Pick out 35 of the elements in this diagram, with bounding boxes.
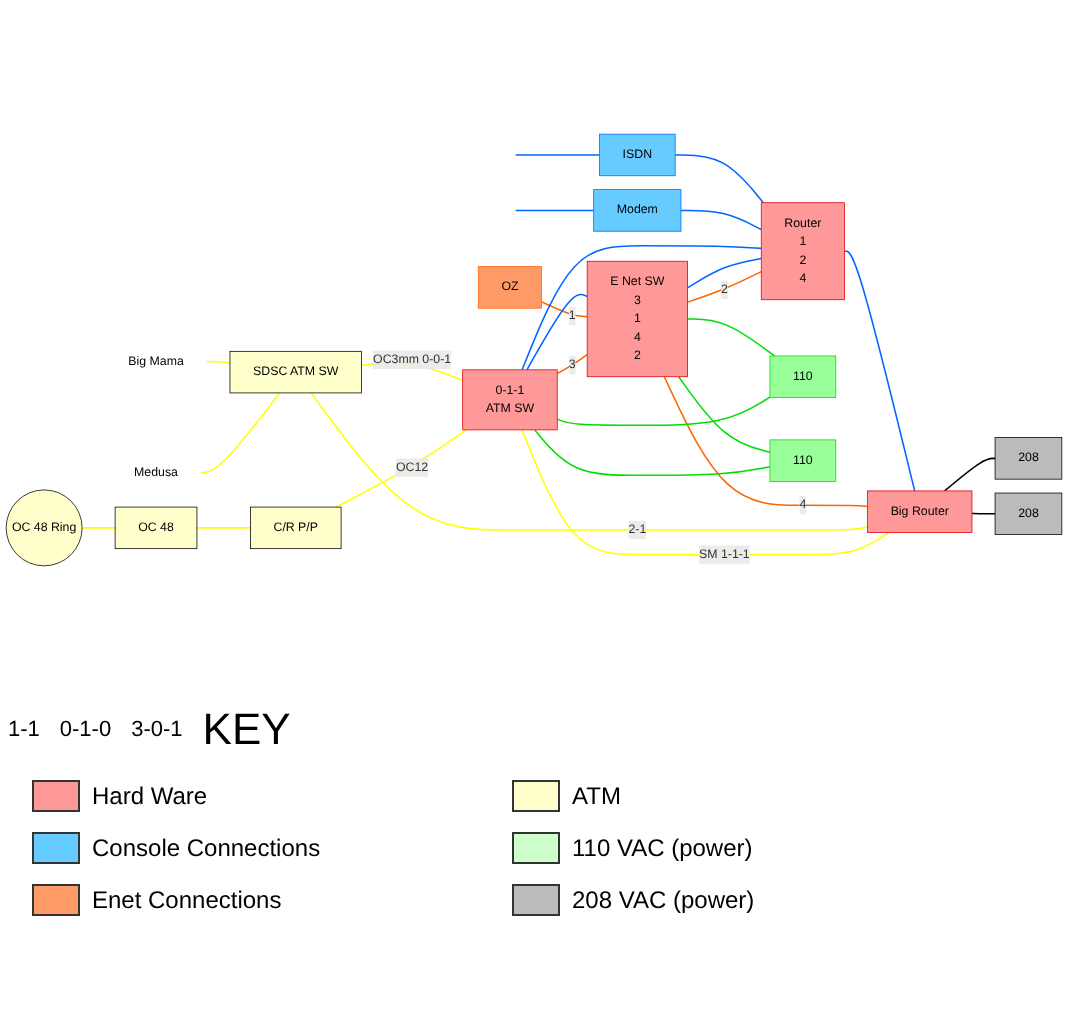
connector bbox=[686, 270, 763, 303]
connector bbox=[680, 209, 763, 231]
connector bbox=[521, 429, 890, 556]
connector bbox=[81, 527, 116, 529]
connector bbox=[663, 375, 869, 508]
connector bbox=[843, 250, 916, 492]
legend-heading: KEY bbox=[202, 704, 291, 756]
connector bbox=[533, 429, 771, 477]
port-label: 1-1 bbox=[8, 718, 40, 742]
connector bbox=[200, 392, 281, 474]
connector bbox=[677, 375, 771, 454]
connector bbox=[686, 318, 776, 357]
connector bbox=[540, 301, 588, 318]
connector bbox=[674, 154, 765, 204]
connector bbox=[556, 353, 588, 375]
connector bbox=[196, 527, 252, 529]
legend-text: Console Connections bbox=[92, 834, 321, 862]
connector bbox=[556, 396, 771, 427]
connector bbox=[943, 457, 996, 492]
connector bbox=[521, 245, 763, 371]
connector bbox=[335, 429, 468, 508]
connector bbox=[514, 154, 601, 156]
legend-text: Hard Ware bbox=[92, 782, 208, 810]
connector bbox=[310, 392, 869, 531]
legend-text: 110 VAC (power) bbox=[572, 834, 753, 862]
connector bbox=[526, 293, 588, 371]
port-label: 0-1-0 bbox=[59, 718, 112, 742]
legend-text: Enet Connections bbox=[92, 886, 282, 914]
legend-text: ATM bbox=[572, 782, 621, 810]
connector bbox=[514, 209, 595, 212]
port-label: 3-0-1 bbox=[131, 718, 183, 742]
connector bbox=[971, 512, 996, 515]
connector bbox=[686, 257, 763, 289]
connector bbox=[206, 360, 231, 364]
legend-text: 208 VAC (power) bbox=[572, 886, 755, 914]
